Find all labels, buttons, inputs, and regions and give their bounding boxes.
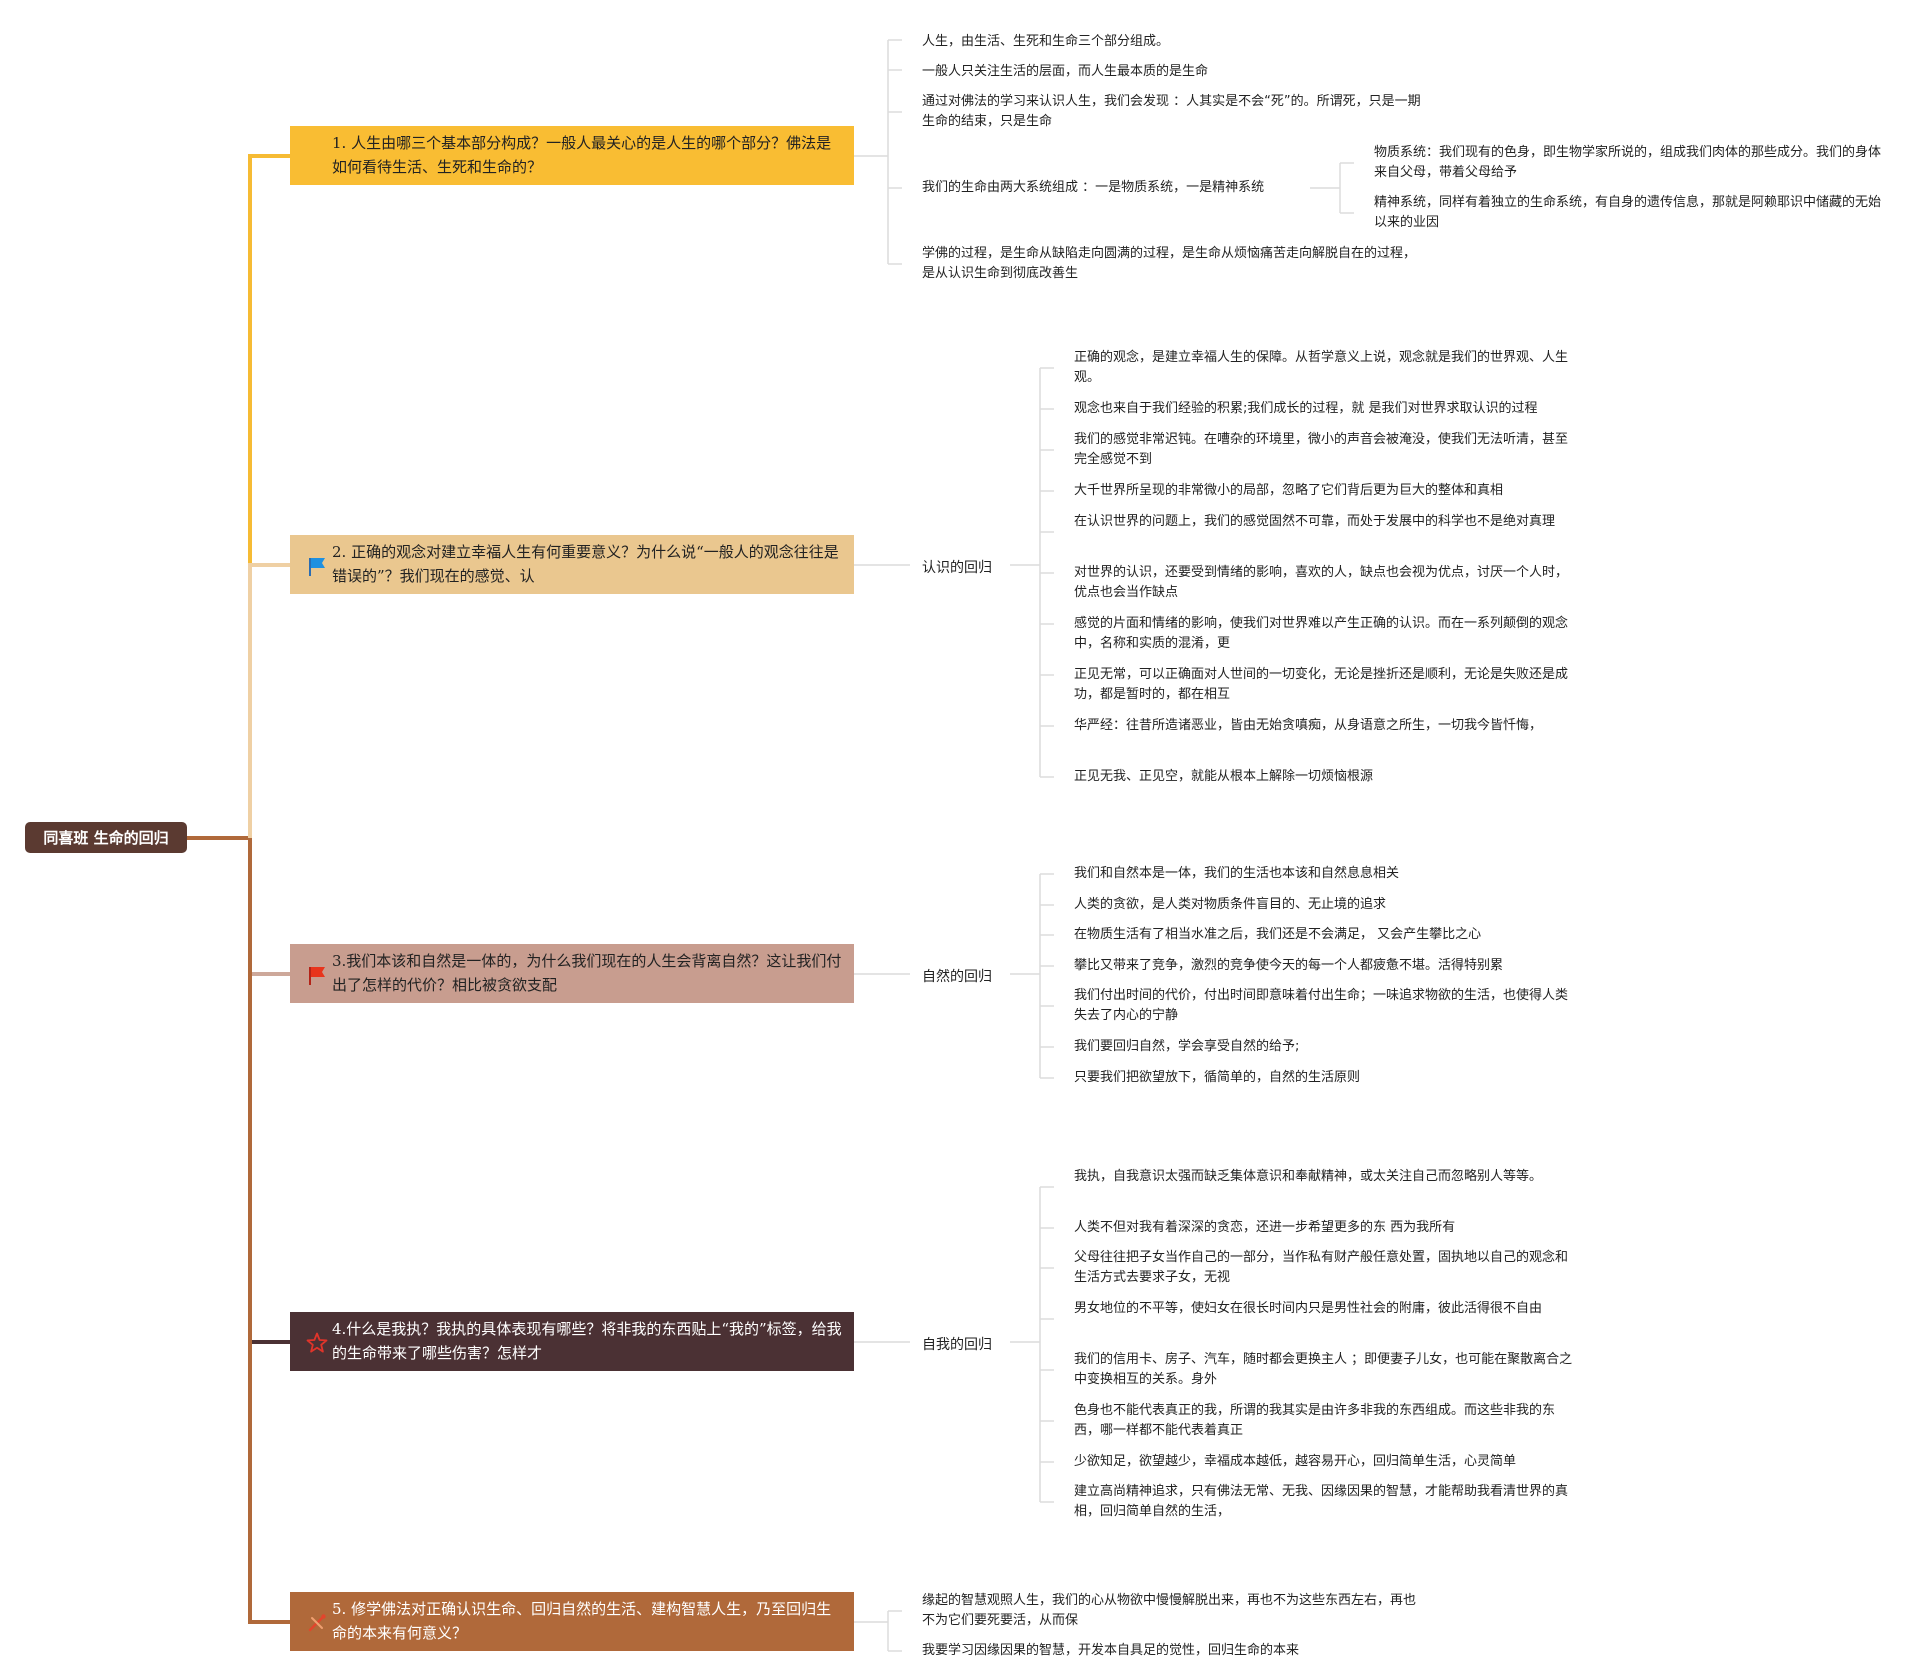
q4-item-5[interactable]: 我们的信用卡、房子、汽车，随时都会更换主人 ；即便妻子儿女，也可能在聚散离合之中… xyxy=(1074,1352,1573,1387)
q2-item-8[interactable]: 正见无常，可以正确面对人世间的一切变化，无论是挫折还是顺利，无论是失败还是成功，… xyxy=(1074,667,1569,702)
q4-item-2[interactable]: 人类不但对我有着深深的贪恋，还进一步希望更多的东 西为我所有 xyxy=(1074,1220,1456,1235)
q2-item-9[interactable]: 华严经：往昔所造诸恶业，皆由无始贪嗔痴，从身语意之所生，一切我今皆忏悔， xyxy=(1074,718,1543,733)
q2-item-6[interactable]: 对世界的认识，还要受到情绪的影响，喜欢的人，缺点也会视为优点，讨厌一个人时，优点… xyxy=(1074,565,1569,600)
q2-item-5[interactable]: 在认识世界的问题上，我们的感觉固然不可靠，而处于发展中的科学也不是绝对真理 xyxy=(1074,514,1556,529)
star-icon xyxy=(306,1332,328,1353)
q4-item-8[interactable]: 建立高尚精神追求，只有佛法无常、无我、因缘因果的智慧，才能帮助我看清世界的真相，… xyxy=(1074,1484,1569,1519)
question-2-text: 2. 正确的观念对建立幸福人生有何重要意义？为什么说“一般人的观念往往是错误的”… xyxy=(332,543,839,585)
q1-item-3[interactable]: 通过对佛法的学习来认识人生，我们会发现 ：人其实是不会“死”的。所谓死，只是一期… xyxy=(922,94,1421,129)
question-4-text: 4.什么是我执？我执的具体表现有哪些？将非我的东西贴上“我的”标签，给我的生命带… xyxy=(332,1320,842,1362)
q4-item-6[interactable]: 色身也不能代表真正的我，所谓的我其实是由许多非我的东西组成。而这些非我的东西，哪… xyxy=(1074,1403,1556,1438)
q2-item-10[interactable]: 正见无我、正见空，就能从根本上解除一切烦恼根源 xyxy=(1074,769,1374,784)
q1-item-1[interactable]: 人生，由生活、生死和生命三个部分组成。 xyxy=(922,34,1170,49)
q2-item-4[interactable]: 大千世界所呈现的非常微小的局部，忽略了它们背后更为巨大的整体和真相 xyxy=(1074,483,1504,498)
q3-item-4[interactable]: 攀比又带来了竞争，激烈的竞争使今天的每一个人都疲惫不堪。活得特别累 xyxy=(1074,958,1504,973)
q4-item-7[interactable]: 少欲知足，欲望越少，幸福成本越低，越容易开心，回归简单生活，心灵简单 xyxy=(1074,1454,1517,1469)
q3-item-3[interactable]: 在物质生活有了相当水准之后，我们还是不会满足， 又会产生攀比之心 xyxy=(1074,927,1482,942)
q4-item-3[interactable]: 父母往往把子女当作自己的一部分，当作私有财产般任意处置，固执地以自己的观念和生活… xyxy=(1074,1250,1569,1285)
category-recognition[interactable]: 认识的回归 xyxy=(922,560,992,576)
q1-sub-item-2[interactable]: 精神系统，同样有着独立的生命系统，有自身的遗传信息，那就是阿赖耶识中储藏的无始以… xyxy=(1374,195,1882,230)
q5-item-1[interactable]: 缘起的智慧观照人生，我们的心从物欲中慢慢解脱出来，再也不为这些东西左右，再也不为… xyxy=(922,1593,1417,1628)
q3-item-1[interactable]: 我们和自然本是一体，我们的生活也本该和自然息息相关 xyxy=(1074,866,1400,881)
q1-item-2[interactable]: 一般人只关注生活的层面，而人生最本质的是生命 xyxy=(922,64,1209,79)
q3-item-6[interactable]: 我们要回归自然，学会享受自然的给予; xyxy=(1074,1039,1300,1054)
q1-sub-item-1[interactable]: 物质系统：我们现有的色身，即生物学家所说的，组成我们肉体的那些成分。我们的身体来… xyxy=(1374,145,1882,180)
q2-item-1[interactable]: 正确的观念，是建立幸福人生的保障。从哲学意义上说，观念就是我们的世界观、人生观。 xyxy=(1074,350,1569,385)
q3-item-5[interactable]: 我们付出时间的代价，付出时间即意味着付出生命；一味追求物欲的生活，也使得人类失去… xyxy=(1074,988,1569,1023)
q2-item-7[interactable]: 感觉的片面和情绪的影响，使我们对世界难以产生正确的认识。而在一系列颠倒的观念中，… xyxy=(1074,616,1569,651)
question-3-text: 3.我们本该和自然是一体的，为什么我们现在的人生会背离自然？这让我们付出了怎样的… xyxy=(332,952,842,994)
red-flag-icon xyxy=(309,967,325,985)
q2-item-3[interactable]: 我们的感觉非常迟钝。在嘈杂的环境里，微小的声音会被淹没，使我们无法听清，甚至完全… xyxy=(1074,432,1569,467)
question-1[interactable]: 1. 人生由哪三个基本部分构成？一般人最关心的是人生的哪个部分？佛法是如何看待生… xyxy=(290,126,854,185)
tools-icon xyxy=(308,1614,326,1632)
category-self[interactable]: 自我的回归 xyxy=(922,1337,992,1353)
q1-item-4[interactable]: 我们的生命由两大系统组成 ：一是物质系统，一是精神系统 xyxy=(922,180,1265,195)
q2-item-2[interactable]: 观念也来自于我们经验的积累;我们成长的过程，就 是我们对世界求取认识的过程 xyxy=(1074,401,1538,416)
question-1-text: 1. 人生由哪三个基本部分构成？一般人最关心的是人生的哪个部分？佛法是如何看待生… xyxy=(332,134,832,176)
root-topic[interactable]: 同喜班 生命的回归 xyxy=(25,822,187,853)
question-3[interactable]: 3.我们本该和自然是一体的，为什么我们现在的人生会背离自然？这让我们付出了怎样的… xyxy=(290,944,854,1003)
q3-item-2[interactable]: 人类的贪欲，是人类对物质条件盲目的、无止境的追求 xyxy=(1074,897,1387,912)
q5-item-2[interactable]: 我要学习因缘因果的智慧，开发本自具足的觉性，回归生命的本来 xyxy=(922,1643,1300,1658)
question-2[interactable]: 2. 正确的观念对建立幸福人生有何重要意义？为什么说“一般人的观念往往是错误的”… xyxy=(290,535,854,594)
q4-item-4[interactable]: 男女地位的不平等，使妇女在很长时间内只是男性社会的附庸，彼此活得很不自由 xyxy=(1074,1301,1543,1316)
question-5-text: 5. 修学佛法对正确认识生命、回归自然的生活、建构智慧人生，乃至回归生命的本来有… xyxy=(332,1600,832,1642)
question-5[interactable]: 5. 修学佛法对正确认识生命、回归自然的生活、建构智慧人生，乃至回归生命的本来有… xyxy=(290,1592,854,1651)
question-4[interactable]: 4.什么是我执？我执的具体表现有哪些？将非我的东西贴上“我的”标签，给我的生命带… xyxy=(290,1312,854,1371)
q1-item-5[interactable]: 学佛的过程，是生命从缺陷走向圆满的过程，是生命从烦恼痛苦走向解脱自在的过程，是从… xyxy=(922,246,1417,281)
blue-flag-icon xyxy=(309,558,325,576)
q3-item-7[interactable]: 只要我们把欲望放下，循简单的，自然的生活原则 xyxy=(1074,1070,1361,1085)
category-nature[interactable]: 自然的回归 xyxy=(922,969,992,985)
q4-item-1[interactable]: 我执，自我意识太强而缺乏集体意识和奉献精神，或太关注自己而忽略别人等等。 xyxy=(1074,1169,1543,1184)
